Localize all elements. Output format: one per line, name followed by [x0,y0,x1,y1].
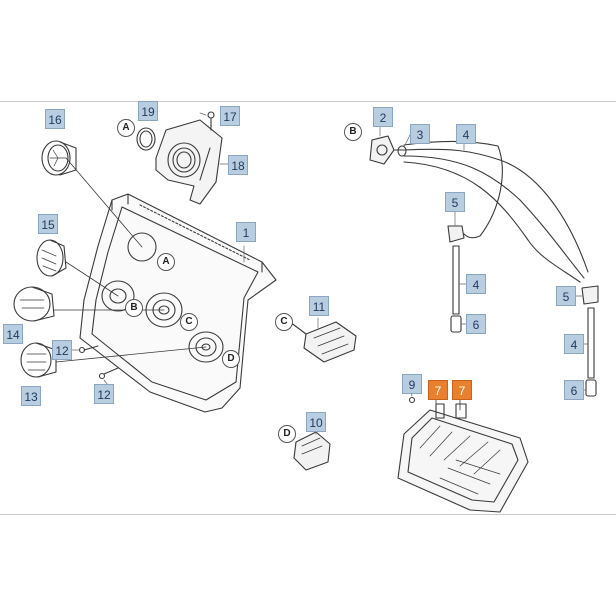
callout-11: 11 [309,296,329,316]
callout-10: 10 [306,412,326,432]
callout-9: 9 [402,374,422,394]
callout-4-right: 4 [564,334,584,354]
callout-18: 18 [228,155,248,175]
callout-5-right: 5 [556,286,576,306]
callout-12-upper: 12 [52,340,72,360]
callout-13: 13 [21,386,41,406]
callout-14: 14 [3,324,23,344]
callout-5-left: 5 [445,192,465,212]
bottom-border [0,514,616,515]
connector-part-10 [293,431,331,471]
control-board-part-7 [397,399,529,513]
oring-part-3 [397,145,407,157]
pressure-gauge-part [41,140,143,248]
knob-part-15 [36,239,119,297]
callout-17: 17 [220,106,240,126]
callout-19: 19 [138,101,158,121]
callout-15: 15 [38,214,58,234]
callout-7-right: 7 [452,380,472,400]
callout-2: 2 [373,107,393,127]
sensor-part-2 [369,135,405,165]
knob-part-13 [20,342,207,378]
gauge-bezel-part [155,119,223,205]
callout-12-lower: 12 [94,384,114,404]
switch-part-11 [289,321,357,363]
marker-c-switch: C [275,313,293,331]
marker-b-panel: B [125,299,143,317]
clip-part-5 [447,225,599,305]
knob-part-14 [13,286,165,322]
callout-7-left: 7 [428,380,448,400]
top-border [0,101,616,102]
marker-d-connector: D [278,425,296,443]
marker-a-panel: A [157,253,175,271]
screw-part-9 [408,396,416,404]
marker-d-panel: D [222,350,240,368]
marker-a-top: A [117,119,135,137]
sealing-ring-part [136,127,156,151]
marker-c-panel: C [180,313,198,331]
callout-4-mid: 4 [466,274,486,294]
callout-6-right: 6 [564,380,584,400]
screw-part-17 [207,111,215,131]
capillary-tube-part-4 [403,140,595,379]
callout-6-left: 6 [466,314,486,334]
callout-16: 16 [45,109,65,129]
callout-3: 3 [410,124,430,144]
marker-b-sensor: B [344,123,362,141]
callout-4-top: 4 [456,124,476,144]
callout-1: 1 [236,222,256,242]
